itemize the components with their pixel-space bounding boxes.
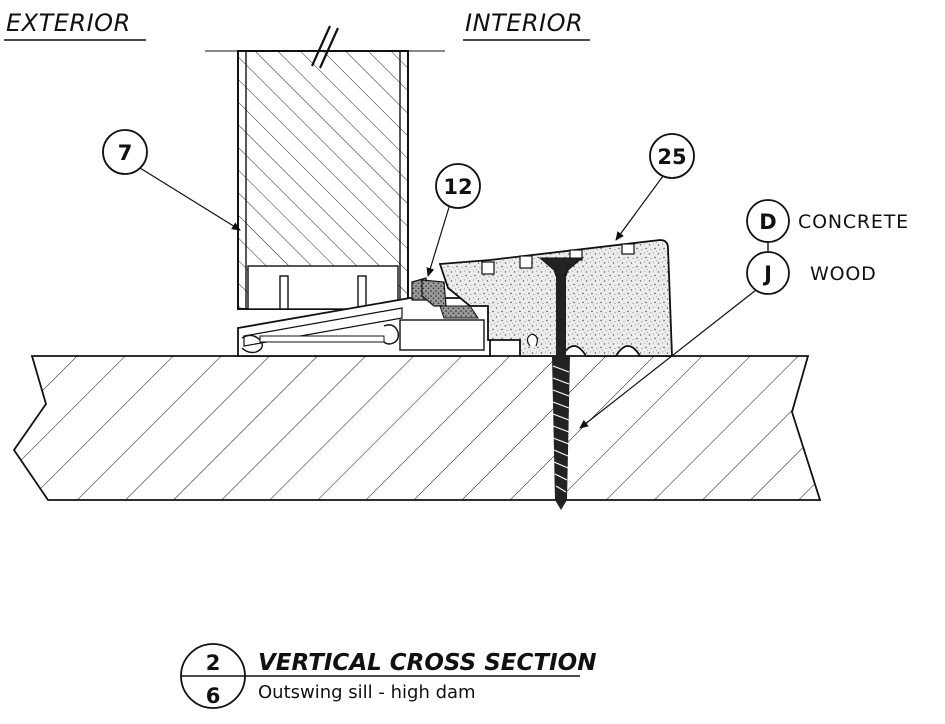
title-block: 2 6 VERTICAL CROSS SECTION Outswing sill… [180,643,596,709]
detail-title: VERTICAL CROSS SECTION [258,650,596,676]
concrete-key-letter: D [759,210,776,234]
door-panel [205,25,445,310]
interior-label: INTERIOR [465,9,583,37]
material-key-concrete: D CONCRETE [746,199,909,243]
weatherstrip [411,277,479,319]
material-key-wood: J WOOD [746,251,877,295]
sheet-number: 6 [206,684,221,708]
callout-12: 12 [426,163,481,277]
wood-key-letter: J [762,262,772,286]
wood-label: WOOD [810,263,877,285]
concrete-label: CONCRETE [798,211,909,233]
callout-7-label: 7 [118,141,133,165]
exterior-label: EXTERIOR [6,9,131,37]
detail-number: 2 [206,651,221,675]
callout-7: 7 [102,129,241,231]
callout-25-label: 25 [657,145,686,169]
interior-heading: INTERIOR [463,9,590,41]
substrate-slab [12,355,822,501]
exterior-heading: EXTERIOR [4,9,146,41]
callout-25: 25 [615,133,695,241]
detail-subtitle: Outswing sill - high dam [258,682,476,703]
callout-12-label: 12 [443,175,472,199]
screw-fastener [538,257,584,510]
material-leader [579,289,757,429]
